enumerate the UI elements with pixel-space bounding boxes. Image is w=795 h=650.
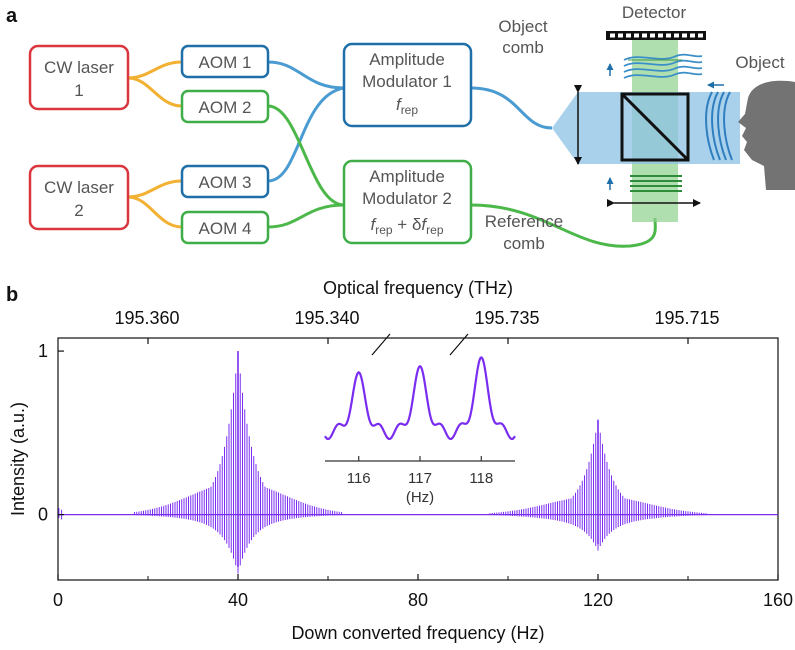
aom-3-box: AOM 3: [180, 164, 270, 199]
beam-splitter: [620, 92, 690, 162]
cw-laser-2-box: CW laser 2: [28, 164, 130, 231]
fiber-aom3-mod1: [267, 86, 345, 183]
main-axes: 0 40 80 120 160 0 1: [38, 341, 793, 610]
detector-bar: [606, 31, 706, 40]
panel-b-label: b: [6, 284, 18, 306]
aom-fibers: [267, 60, 345, 229]
top-tick-label-1: 195.360: [114, 308, 179, 328]
cw-laser-1-line1: CW laser: [44, 58, 114, 77]
y-axis-title: Intensity (a.u.): [8, 402, 28, 516]
cw-laser-1-box: CW laser 1: [28, 44, 130, 111]
amplitude-modulator-2-box: Amplitude Modulator 2 frep + δfrep: [342, 159, 473, 245]
mod1-line2: Modulator 1: [362, 72, 452, 91]
amplitude-modulator-1-box: Amplitude Modulator 1 frep: [342, 42, 473, 128]
inset-tick-label-0: 116: [347, 470, 371, 487]
beam-splitter-diagonal: [620, 92, 690, 162]
fiber-laser1-aom2: [127, 76, 183, 108]
cw-laser-2-line1: CW laser: [44, 178, 114, 197]
object-face-silhouette: [738, 80, 795, 190]
cw-laser-1-line2: 1: [74, 81, 83, 100]
reference-wavefronts-bottom: [630, 175, 682, 192]
aom-4-box: AOM 4: [180, 210, 270, 245]
object-wavefronts-top: [623, 53, 703, 79]
object-label: Object: [735, 53, 784, 72]
y-tick-label-0: 0: [38, 505, 48, 525]
x-tick-label-1: 40: [228, 590, 248, 610]
aom-1-box: AOM 1: [180, 44, 270, 79]
fiber-laser1-aom1: [127, 60, 183, 80]
reference-comb-label-1: Reference: [485, 212, 563, 231]
fiber-object-comb: [470, 86, 553, 130]
panel-a-label: a: [6, 5, 18, 27]
reference-comb-label-2: comb: [503, 234, 545, 253]
edge-ripple: [58, 508, 63, 520]
aom-2-label: AOM 2: [199, 98, 252, 117]
inset-xlabel: (Hz): [406, 489, 434, 506]
x-tick-label-0: 0: [53, 590, 63, 610]
mod1-frep: frep: [396, 95, 418, 117]
optical-setup: [552, 31, 795, 222]
fiber-aom2-mod2: [267, 104, 345, 207]
object-comb-label-1: Object: [498, 17, 547, 36]
mod1-line1: Amplitude: [369, 50, 445, 69]
y-tick-label-1: 1: [38, 341, 48, 361]
x-tick-label-3: 120: [583, 590, 613, 610]
object-beam: [552, 92, 740, 164]
fiber-aom1-mod1: [267, 60, 345, 90]
x-tick-label-2: 80: [408, 590, 428, 610]
aom-4-label: AOM 4: [199, 219, 252, 238]
object-reflected-wavefronts: [705, 91, 733, 161]
top-axis-title: Optical frequency (THz): [323, 278, 513, 298]
top-tick-label-3: 195.735: [474, 308, 539, 328]
inset-tick-label-2: 118: [469, 470, 493, 487]
mod2-line2: Modulator 2: [362, 189, 452, 208]
detector-label: Detector: [622, 3, 687, 22]
inset-plot: 116 117 118: [324, 356, 516, 487]
fiber-aom4-mod2: [267, 203, 345, 229]
top-tick-label-2: 195.340: [294, 308, 359, 328]
mod2-frep-delta: frep + δfrep: [371, 215, 444, 237]
laser-fibers: [127, 60, 183, 229]
top-tick-label-4: 195.715: [654, 308, 719, 328]
detector-pixels: [610, 33, 703, 38]
inset-spectrum-line: [324, 356, 516, 441]
aom-1-label: AOM 1: [199, 53, 252, 72]
axis-break-marks: [371, 333, 469, 356]
aom-2-box: AOM 2: [180, 89, 270, 124]
x-axis-title: Down converted frequency (Hz): [291, 623, 544, 643]
object-comb-label-2: comb: [502, 38, 544, 57]
spectrum-comb-lines: [134, 351, 707, 574]
intensity-series: [58, 351, 778, 574]
plot-frame: [57, 337, 779, 581]
inset-tick-label-1: 117: [408, 470, 432, 487]
aom-3-label: AOM 3: [199, 173, 252, 192]
cw-laser-2-line2: 2: [74, 201, 83, 220]
fiber-laser2-aom4: [127, 195, 183, 229]
fiber-reference-comb: [470, 203, 657, 248]
top-axis-ticks: 195.360 195.340 195.735 195.715: [114, 308, 719, 328]
top-axis-tick-marks: [147, 338, 689, 344]
fiber-laser2-aom3: [127, 179, 183, 199]
mod2-line1: Amplitude: [369, 167, 445, 186]
x-tick-label-4: 160: [763, 590, 793, 610]
